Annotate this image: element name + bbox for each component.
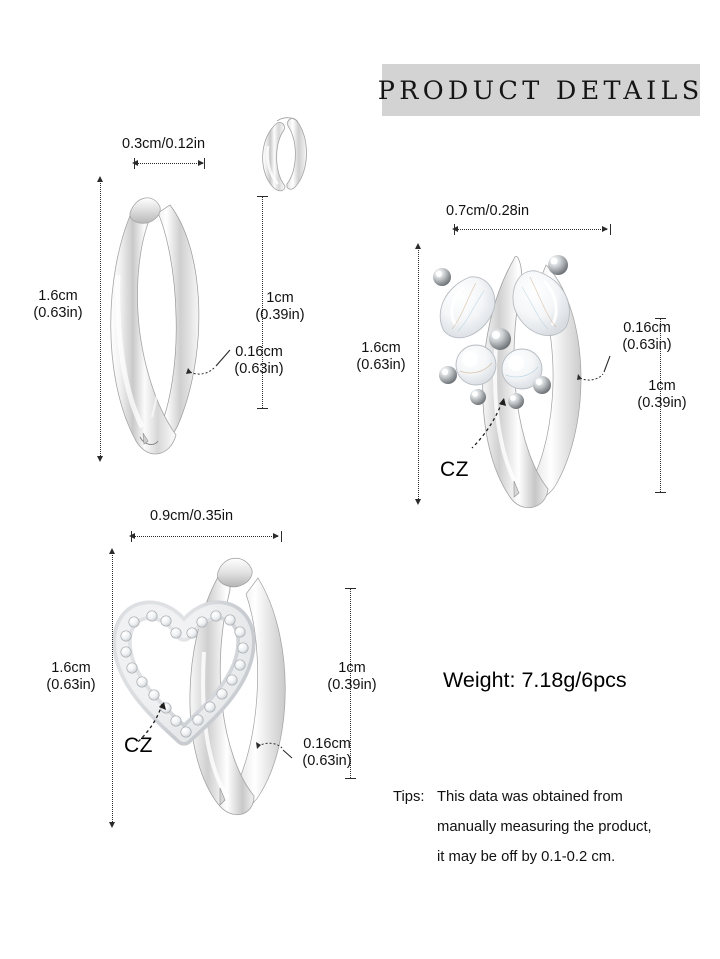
butterfly-thickness-leader: [577, 350, 612, 384]
tips-line-3: it may be off by 0.1-0.2 cm.: [437, 849, 616, 865]
heart-depth-in: (0.39in): [327, 677, 377, 693]
plain-hoop-height-arrow-top: [97, 176, 103, 182]
butterfly-depth-cm: 1cm: [648, 378, 676, 394]
plain-hoop-width-line: [135, 163, 203, 164]
butterfly-hoop-image: [418, 235, 618, 525]
page-title: PRODUCT DETAILS: [378, 75, 704, 105]
butterfly-depth-in: (0.39in): [637, 395, 687, 411]
heart-height-arrow-top: [109, 548, 115, 554]
butterfly-height-in: (0.63in): [356, 357, 406, 373]
heart-depth-label: 1cm (0.39in): [316, 660, 388, 694]
heart-height-label: 1.6cm (0.63in): [34, 660, 108, 694]
tips-line-2: manually measuring the product,: [437, 819, 652, 835]
butterfly-thickness-label: 0.16cm (0.63in): [600, 320, 694, 354]
plain-hoop-width-tick-right: [204, 158, 205, 169]
butterfly-height-cm: 1.6cm: [361, 340, 401, 356]
heart-height-arrow-bottom: [109, 822, 115, 828]
heart-width-line: [132, 536, 278, 537]
plain-hoop-height-line: [100, 178, 101, 460]
heart-thickness-leader: [256, 724, 294, 760]
heart-height-in: (0.63in): [46, 677, 96, 693]
plain-hoop-thickness-in: (0.63in): [234, 361, 284, 377]
heart-depth-tick-top: [345, 588, 356, 589]
heart-depth-tick-bottom: [345, 778, 356, 779]
plain-hoop-thickness-cm: 0.16cm: [235, 344, 283, 360]
butterfly-width-label: 0.7cm/0.28in: [446, 203, 530, 219]
plain-hoop-side-view-image: [252, 112, 322, 198]
plain-hoop-width-tick-left: [134, 158, 135, 169]
butterfly-height-arrow-bottom: [415, 499, 421, 505]
plain-hoop-height-in: (0.63in): [33, 305, 83, 321]
plain-hoop-image: [96, 165, 236, 465]
butterfly-depth-tick-bottom: [655, 492, 666, 493]
heart-width-tick-left: [131, 531, 132, 542]
plain-hoop-depth-in: (0.39in): [255, 307, 305, 323]
heart-height-line: [112, 550, 113, 826]
butterfly-width-tick-left: [454, 224, 455, 235]
butterfly-width-tick-right: [610, 224, 611, 235]
butterfly-depth-label: 1cm (0.39in): [626, 378, 698, 412]
heart-width-arrow-left: [129, 533, 135, 539]
plain-hoop-depth-tick-bottom: [257, 408, 268, 409]
heart-width-tick-right: [281, 531, 282, 542]
plain-hoop-width-label: 0.3cm/0.12in: [122, 136, 206, 152]
butterfly-depth-line: [660, 318, 661, 492]
tips-line-1: This data was obtained from: [437, 789, 623, 805]
butterfly-cz-leader: [452, 398, 508, 454]
heart-height-cm: 1.6cm: [51, 660, 91, 676]
heart-width-label: 0.9cm/0.35in: [150, 508, 234, 524]
butterfly-height-line: [418, 245, 419, 503]
butterfly-width-line: [455, 229, 607, 230]
plain-hoop-width-arrow-right: [198, 160, 204, 166]
plain-hoop-height-label: 1.6cm (0.63in): [20, 288, 96, 322]
plain-hoop-depth-line: [262, 196, 263, 408]
butterfly-cz-label: CZ: [440, 458, 469, 481]
plain-hoop-depth-tick-top: [257, 196, 268, 197]
plain-hoop-height-cm: 1.6cm: [38, 288, 78, 304]
plain-hoop-width-arrow-left: [132, 160, 138, 166]
butterfly-width-arrow-left: [452, 226, 458, 232]
tips-label: Tips:: [393, 789, 425, 805]
plain-hoop-depth-cm: 1cm: [266, 290, 294, 306]
heart-depth-cm: 1cm: [338, 660, 366, 676]
tips-block: Tips: This data was obtained from manual…: [393, 782, 693, 872]
weight-text: Weight: 7.18g/6pcs: [443, 668, 627, 692]
heart-cz-label: CZ: [124, 734, 153, 757]
butterfly-height-label: 1.6cm (0.63in): [344, 340, 418, 374]
heart-thickness-label: 0.16cm (0.63in): [280, 736, 374, 770]
butterfly-width-arrow-right: [602, 226, 608, 232]
heart-width-arrow-right: [273, 533, 279, 539]
heart-thickness-in: (0.63in): [302, 753, 352, 769]
plain-hoop-depth-label: 1cm (0.39in): [244, 290, 316, 324]
plain-hoop-thickness-leader: [186, 338, 234, 378]
heart-hoop-image: [112, 540, 308, 830]
butterfly-height-arrow-top: [415, 243, 421, 249]
butterfly-thickness-in: (0.63in): [622, 337, 672, 353]
butterfly-thickness-cm: 0.16cm: [623, 320, 671, 336]
plain-hoop-height-arrow-bottom: [97, 456, 103, 462]
header-band: PRODUCT DETAILS: [378, 64, 700, 116]
heart-depth-line: [350, 588, 351, 778]
heart-thickness-cm: 0.16cm: [303, 736, 351, 752]
plain-hoop-thickness-label: 0.16cm (0.63in): [212, 344, 306, 378]
heart-cz-leader: [128, 702, 174, 746]
butterfly-depth-tick-top: [655, 318, 666, 319]
